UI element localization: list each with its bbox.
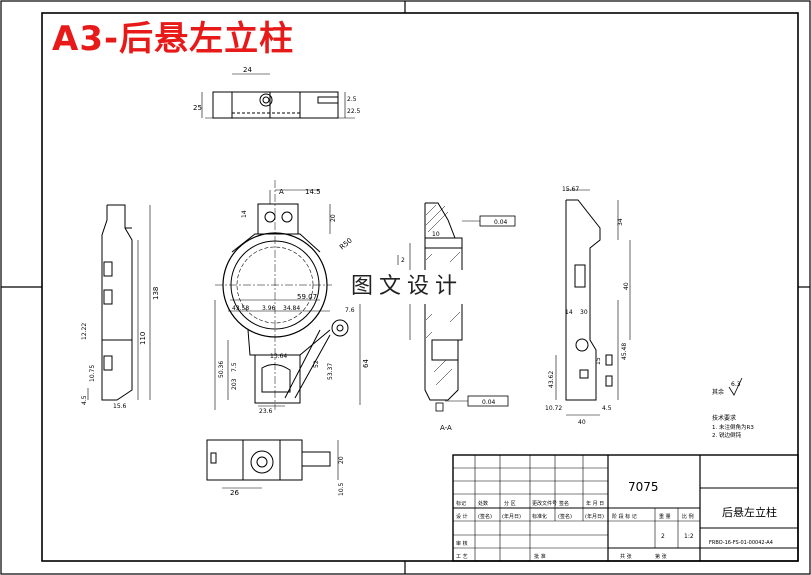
process-label: 工 艺 (456, 554, 468, 560)
left-dim-lower: 110 (139, 332, 147, 345)
rev-header-zone: 分 区 (504, 500, 516, 507)
right-dim-10-72: 10.72 (545, 405, 562, 412)
finish-label: 其余 (712, 388, 724, 396)
bottom-dim-10-5: 10.5 (338, 482, 345, 496)
title-block (452, 454, 799, 562)
sign-design-signature: (签名) (478, 513, 492, 520)
right-dim-4-5: 4.5 (602, 405, 612, 412)
front-dim-20: 20 (330, 214, 337, 222)
section-tolerance-top: 0.04 (494, 219, 508, 226)
section-label: A-A (440, 424, 452, 432)
finish-symbol (728, 377, 743, 396)
drawing-title-banner: A3-后悬左立柱 (52, 19, 295, 59)
top-dim-small: 2.5 (347, 96, 357, 103)
section-dim-10: 10 (432, 231, 440, 238)
top-dim-offset: 22.5 (347, 108, 361, 115)
front-dim-34-84: 34.84 (283, 305, 300, 312)
front-dim-53-37: 53.37 (327, 363, 334, 380)
scale-header: 比 例 (682, 513, 694, 520)
right-dim-15: 15 (595, 357, 602, 365)
sign-standard: 标准化 (532, 513, 547, 520)
front-dim-14-5: 14.5 (305, 188, 321, 196)
top-view (201, 73, 355, 119)
front-dim-43-58: 43.58 (232, 305, 249, 312)
section-dim-2: 2 (401, 257, 405, 264)
top-dim-height: 25 (193, 104, 202, 112)
watermark-overlay: 图文设计 (332, 270, 482, 304)
left-dim-foot: 15.6 (113, 403, 127, 410)
front-dim-radius: R50 (338, 237, 354, 252)
front-dim-50-36: 50.36 (218, 361, 225, 378)
front-view (214, 180, 361, 410)
weight-header: 重 量 (659, 513, 671, 520)
rev-header-sign: 签名 (559, 500, 569, 507)
front-dim-7-5: 7.5 (231, 362, 238, 372)
right-dim-40: 40 (623, 282, 630, 290)
sheet-total: 共 张 (620, 553, 632, 560)
approve-label: 批 准 (534, 553, 546, 560)
bottom-dim-26: 26 (230, 489, 239, 497)
right-dim-34: 34 (617, 218, 624, 226)
rev-header-date: 年 月 日 (586, 500, 604, 507)
notes-item-1: 1. 未注倒角为R3 (712, 423, 754, 431)
front-datum-a: A (279, 188, 284, 196)
left-dim-height: 138 (152, 287, 160, 300)
right-dim-14: 14 (565, 309, 573, 316)
title-block-part-name: 后悬左立柱 (722, 505, 777, 519)
title-block-scale: 1:2 (684, 533, 694, 540)
right-dim-40b: 40 (578, 419, 586, 426)
front-dim-3-96: 3.96 (262, 305, 276, 312)
front-dim-203: 203 (231, 378, 238, 390)
rev-header-mark: 标记 (456, 500, 466, 507)
section-view (397, 202, 516, 412)
bottom-dim-20: 20 (338, 456, 345, 464)
right-dim-43-62: 43.62 (548, 371, 555, 388)
front-dim-14: 14 (241, 210, 248, 218)
right-view (555, 189, 631, 416)
bottom-view (206, 439, 339, 489)
title-block-drawing-no: FRBO-16-FS-01-00042-A4 (709, 540, 773, 546)
front-dim-52: 52 (313, 360, 320, 368)
sign-standard-date: (年月日) (585, 513, 604, 520)
notes-item-2: 2. 锐边倒钝 (712, 431, 741, 439)
sign-standard-signature: (签名) (558, 513, 572, 520)
title-block-material: 7075 (628, 480, 659, 494)
notes-title: 技术要求 (712, 414, 736, 422)
sheet-index: 第 张 (655, 553, 667, 560)
title-block-weight: 2 (661, 533, 665, 540)
front-dim-7-6: 7.6 (345, 307, 355, 314)
sign-design: 设 计 (456, 513, 468, 520)
left-view (87, 204, 151, 401)
right-dim-30: 30 (580, 309, 588, 316)
section-tolerance-bottom: 0.04 (482, 399, 496, 406)
left-dim-base: 4.5 (81, 395, 88, 405)
left-dim-step: 10.75 (89, 365, 96, 382)
front-dim-23-6: 23.6 (259, 408, 273, 415)
right-dim-15-67: 15.67 (562, 186, 579, 193)
front-dim-59-07: 59.07 (297, 293, 317, 301)
finish-value: 6.3 (731, 381, 741, 388)
front-dim-13-64: 13.64 (270, 353, 287, 360)
top-dim-width: 24 (243, 66, 252, 74)
rev-header-count: 处数 (478, 500, 488, 507)
right-dim-45-48: 45.48 (621, 343, 628, 360)
left-dim-hole: 12.22 (81, 323, 88, 340)
rev-header-doc: 更改文件号 (532, 500, 557, 507)
front-dim-64: 64 (362, 359, 370, 368)
review-label: 审 核 (456, 540, 468, 547)
stage-header: 阶 段 标 记 (612, 513, 637, 520)
sign-design-date: (年月日) (502, 513, 521, 520)
